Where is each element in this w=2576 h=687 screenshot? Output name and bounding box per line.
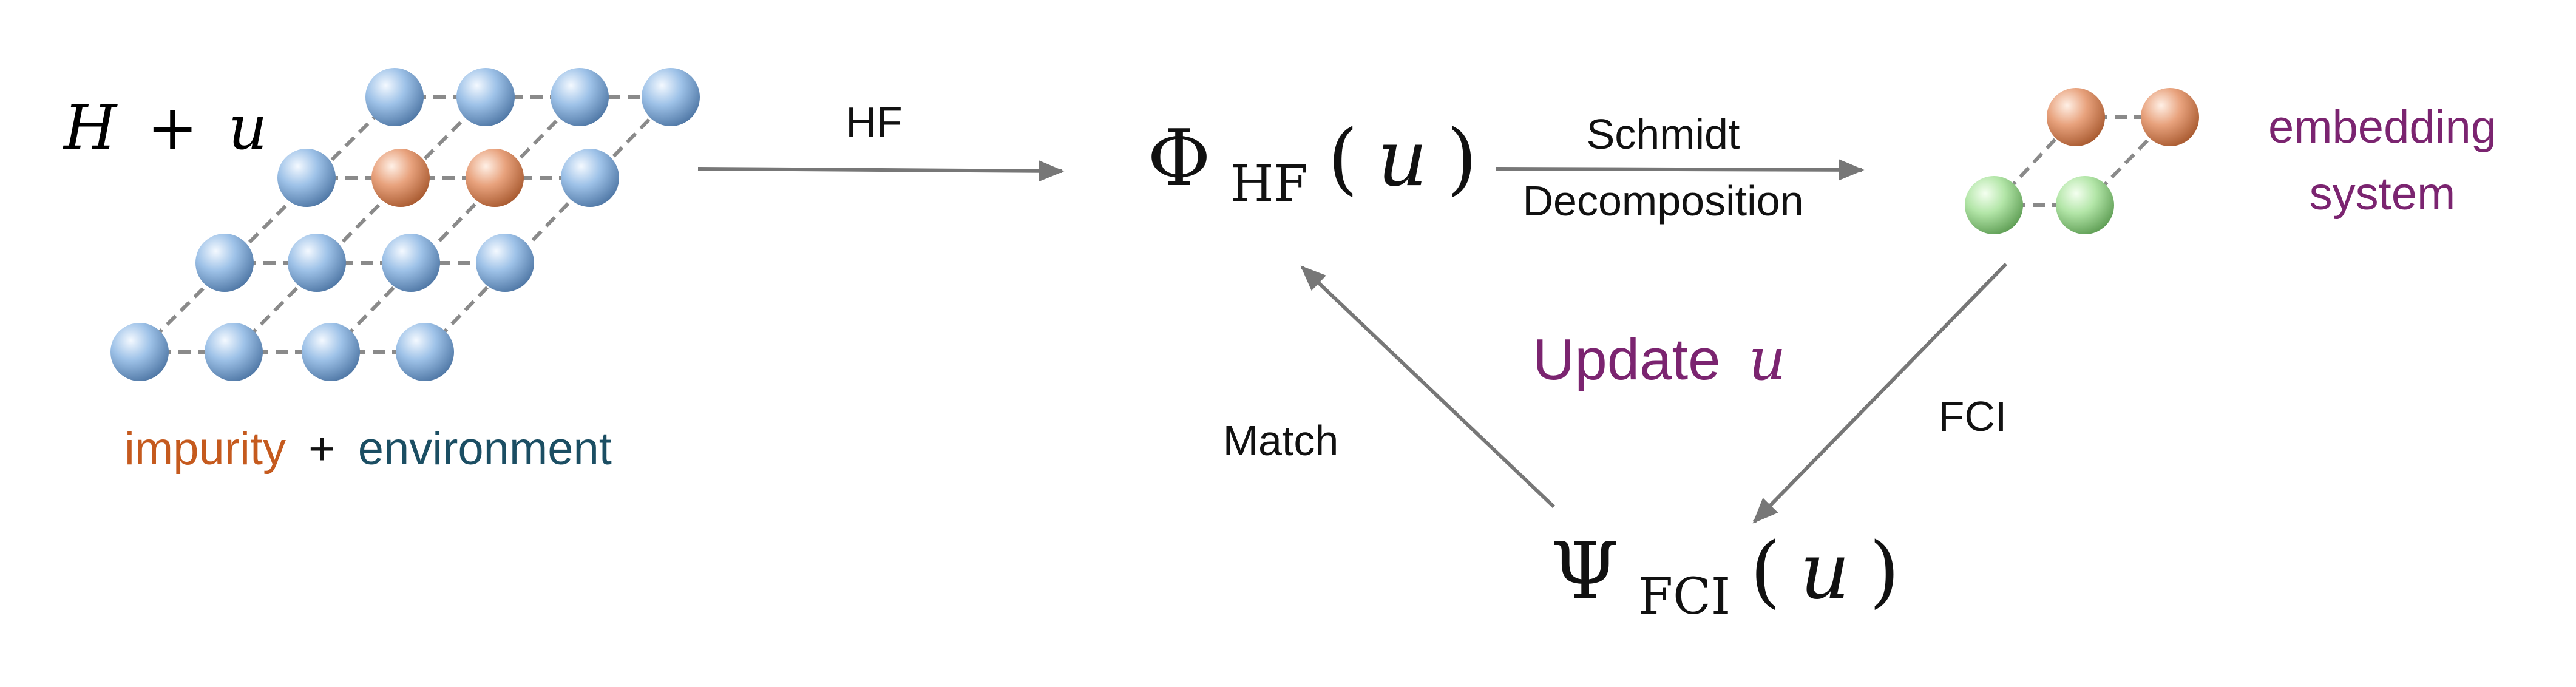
impurity-sphere bbox=[466, 149, 524, 207]
environment-sphere bbox=[205, 323, 263, 381]
psi-symbol: Ψ bbox=[1551, 526, 1619, 617]
psi-arg: u bbox=[1800, 526, 1849, 617]
legend-impurity: impurity bbox=[124, 423, 286, 475]
environment-sphere bbox=[288, 234, 346, 292]
psi-close-paren: ) bbox=[1869, 526, 1900, 617]
lattice-grid bbox=[110, 68, 700, 381]
embedding-impurity-sphere bbox=[2047, 88, 2105, 146]
environment-sphere bbox=[195, 234, 254, 292]
impurity-sphere bbox=[371, 149, 430, 207]
schmidt-arrow bbox=[1496, 159, 1865, 181]
hamiltonian-label: H + u bbox=[63, 92, 267, 163]
lattice-spheres bbox=[110, 68, 700, 381]
schmidt-label-line2: Decomposition bbox=[1523, 177, 1804, 225]
phi-open-paren: ( bbox=[1327, 113, 1358, 204]
environment-sphere bbox=[551, 68, 609, 126]
lattice-bonds bbox=[138, 95, 673, 354]
embedding-impurity-sphere bbox=[2141, 88, 2199, 146]
embedding-bath-sphere bbox=[1965, 176, 2023, 234]
environment-sphere bbox=[365, 68, 424, 126]
environment-sphere bbox=[456, 68, 515, 126]
environment-sphere bbox=[302, 323, 360, 381]
phi-symbol: Φ bbox=[1147, 113, 1211, 204]
match-arrow bbox=[1300, 265, 1556, 509]
environment-sphere bbox=[561, 149, 619, 207]
hf-label: HF bbox=[846, 98, 902, 146]
update-word: Update bbox=[1533, 327, 1721, 392]
phi-close-paren: ) bbox=[1447, 113, 1477, 204]
schmidt-label-line1: Schmidt bbox=[1587, 110, 1740, 158]
hamiltonian-H: H bbox=[63, 92, 118, 163]
hamiltonian-plus: + bbox=[147, 92, 198, 163]
psi-fci-node: Ψ FCI ( u ) bbox=[1551, 526, 1900, 631]
hamiltonian-u: u bbox=[228, 92, 267, 163]
legend-environment: environment bbox=[358, 423, 612, 475]
environment-sphere bbox=[476, 234, 534, 292]
environment-sphere bbox=[110, 323, 169, 381]
psi-subscript: FCI bbox=[1638, 568, 1730, 626]
match-label: Match bbox=[1223, 417, 1339, 464]
embedding-bath-sphere bbox=[2056, 176, 2114, 234]
legend-plus: + bbox=[308, 423, 335, 475]
psi-open-paren: ( bbox=[1750, 526, 1780, 617]
environment-sphere bbox=[382, 234, 440, 292]
update-label: Update u bbox=[1533, 325, 1786, 393]
environment-sphere bbox=[642, 68, 700, 126]
legend-label: impurity + environment bbox=[124, 423, 612, 475]
update-var: u bbox=[1749, 325, 1786, 393]
phi-arg: u bbox=[1377, 113, 1427, 204]
embedding-label-line2: system bbox=[2310, 168, 2456, 220]
fci-label: FCI bbox=[1939, 393, 2007, 440]
hf-arrow bbox=[697, 160, 1065, 182]
phi-hf-node: Φ HF ( u ) bbox=[1147, 113, 1477, 218]
environment-sphere bbox=[396, 323, 454, 381]
phi-subscript: HF bbox=[1230, 155, 1308, 213]
embedding-label-line1: embedding bbox=[2268, 101, 2496, 153]
fci-arrow bbox=[1752, 262, 2008, 524]
embedding-cluster bbox=[1965, 88, 2199, 234]
environment-sphere bbox=[277, 149, 336, 207]
